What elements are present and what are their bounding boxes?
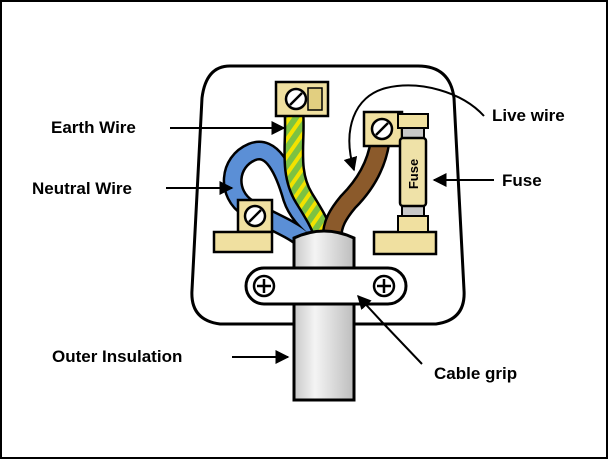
cable-grip-label: Cable grip bbox=[434, 364, 517, 383]
earth-terminal bbox=[274, 80, 330, 118]
live-terminal bbox=[362, 110, 404, 148]
fuse: Fuse bbox=[398, 136, 428, 208]
neutral-wire-label: Neutral Wire bbox=[32, 179, 132, 198]
cable-grip-leader bbox=[357, 294, 423, 365]
live-wire-label: Live wire bbox=[492, 106, 565, 125]
fuse-body-label: Fuse bbox=[406, 159, 421, 189]
outer-cable bbox=[292, 300, 356, 402]
fuse-label: Fuse bbox=[502, 171, 542, 190]
live-leader bbox=[343, 84, 485, 172]
earth-wire-label: Earth Wire bbox=[51, 118, 136, 137]
neutral-terminal bbox=[212, 198, 274, 254]
fuse-holder bbox=[372, 113, 438, 256]
cable-grip bbox=[244, 266, 408, 306]
outer-insulation-label: Outer Insulation bbox=[52, 347, 182, 366]
